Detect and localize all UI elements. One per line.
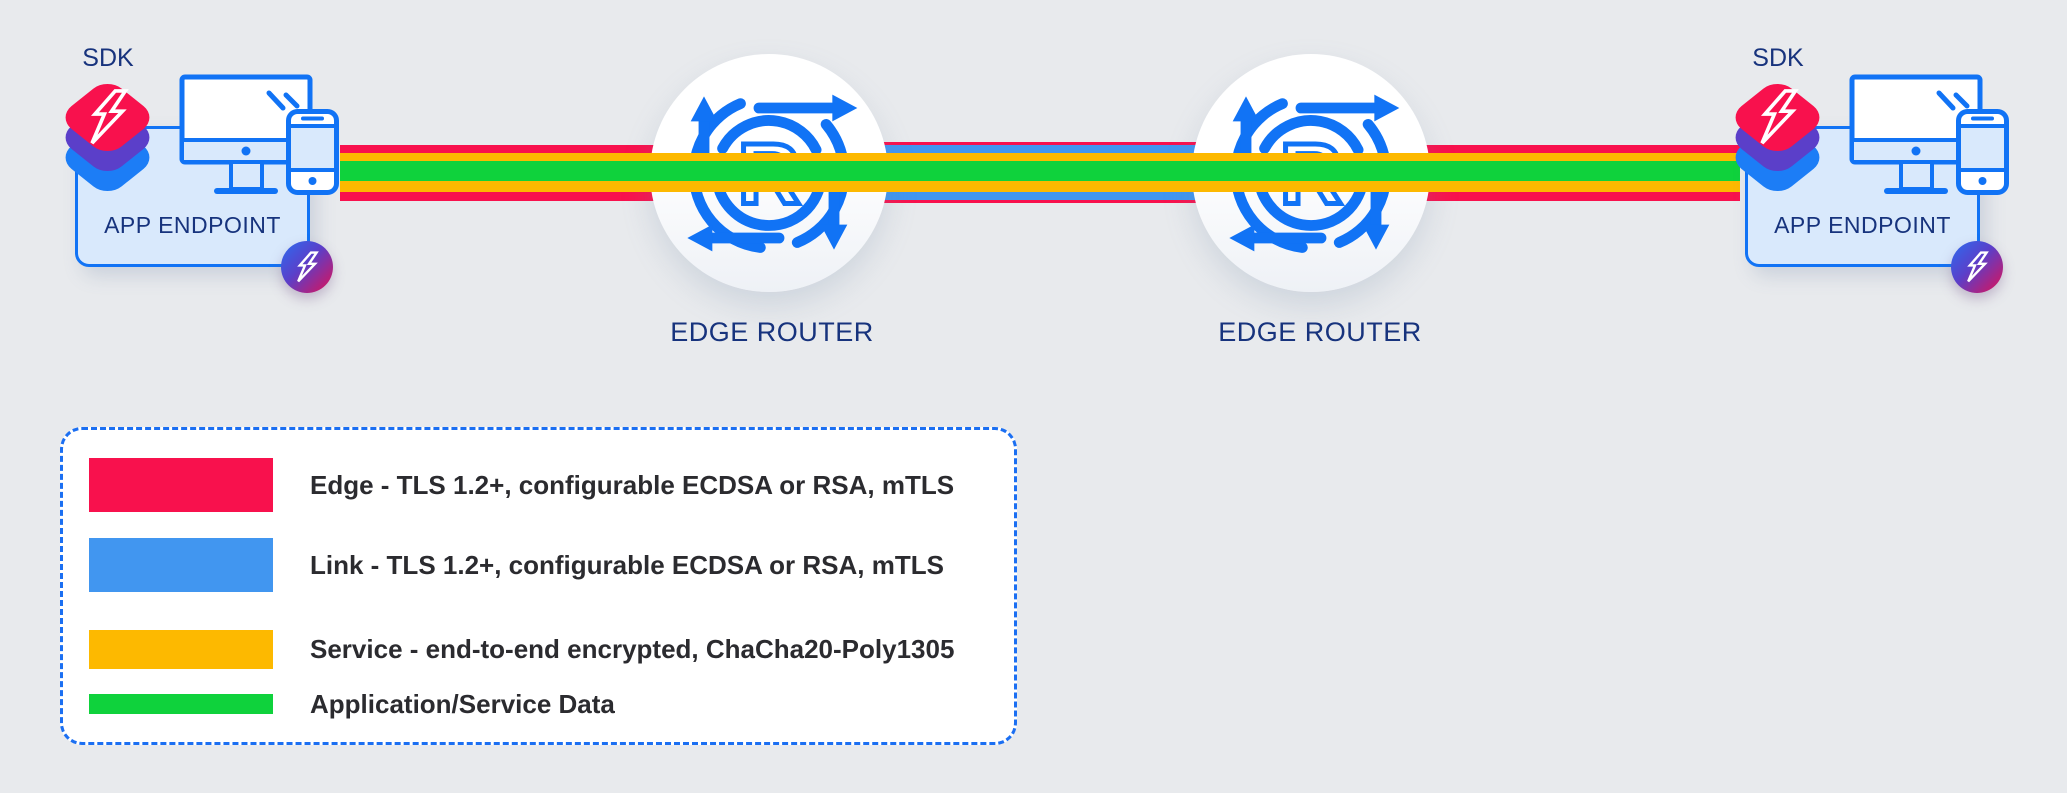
ziti-bolt-icon xyxy=(90,89,129,145)
legend-swatch-data xyxy=(89,694,273,714)
screen-shine-icon xyxy=(1936,90,1970,111)
data-stripe xyxy=(340,161,1740,181)
ziti-badge-icon xyxy=(1951,241,2003,293)
legend-label-link: Link - TLS 1.2+, configurable ECDSA or R… xyxy=(310,549,944,580)
ziti-badge-icon xyxy=(281,241,333,293)
ziti-bolt-icon xyxy=(1760,89,1799,145)
edge-router-label: EDGE ROUTER xyxy=(1218,317,1422,347)
app-endpoint-label: APP ENDPOINT xyxy=(1774,212,1951,238)
sdk-label: SDK xyxy=(1752,44,1804,72)
rotate-arrow-bottom-icon xyxy=(1229,224,1327,252)
legend-box: Edge - TLS 1.2+, configurable ECDSA or R… xyxy=(60,427,1017,745)
screen-shine-icon xyxy=(266,90,300,111)
rotate-arrow-bottom-icon xyxy=(687,224,785,252)
legend-label-service: Service - end-to-end encrypted, ChaCha20… xyxy=(310,634,955,664)
legend-row-edge: Edge - TLS 1.2+, configurable ECDSA or R… xyxy=(89,458,994,512)
legend-row-data: Application/Service Data xyxy=(89,689,994,719)
legend-swatch-edge xyxy=(89,458,273,512)
sdk-label: SDK xyxy=(82,44,134,72)
legend-swatch-link xyxy=(89,538,273,592)
edge-router-label: EDGE ROUTER xyxy=(670,317,874,347)
legend-row-link: Link - TLS 1.2+, configurable ECDSA or R… xyxy=(89,538,994,592)
legend-swatch-service xyxy=(89,630,273,669)
legend-row-service: Service - end-to-end encrypted, ChaCha20… xyxy=(89,630,994,669)
app-endpoint-label: APP ENDPOINT xyxy=(104,212,281,238)
smartphone-icon xyxy=(286,109,339,195)
legend-label-edge: Edge - TLS 1.2+, configurable ECDSA or R… xyxy=(310,469,955,500)
monitor-icon xyxy=(179,74,313,194)
smartphone-icon xyxy=(1956,109,2009,195)
legend-label-data: Application/Service Data xyxy=(310,688,615,719)
rotate-arrow-top-icon xyxy=(1295,94,1400,122)
rotate-arrow-top-icon xyxy=(753,94,858,122)
